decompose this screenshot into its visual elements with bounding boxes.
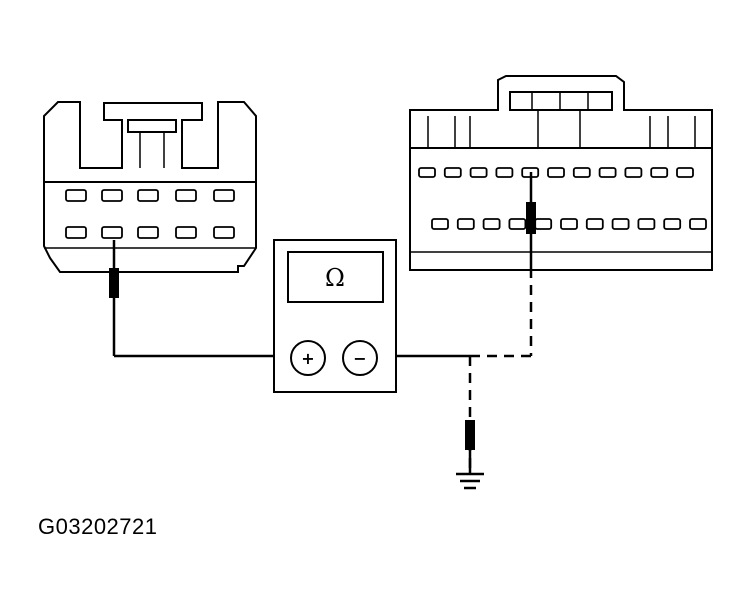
right-pin-bottom-2 [456, 218, 475, 230]
left-pin-bottom-5 [213, 226, 235, 239]
right-pin-bottom-5 [534, 218, 553, 230]
right-pin-bottom-10 [663, 218, 682, 230]
right-pin-bottom-9 [637, 218, 656, 230]
right-pin-bottom-11 [689, 218, 707, 230]
left-pin-bottom-3 [137, 226, 159, 239]
positive-terminal [290, 340, 326, 376]
right-pin-top-10 [650, 167, 669, 178]
left-pin-top-3 [137, 189, 159, 202]
left-pin-bottom-4 [175, 226, 197, 239]
right-pin-top-9 [624, 167, 643, 178]
left-connector [43, 101, 257, 273]
right-pin-bottom-8 [611, 218, 630, 230]
right-pin-top-11 [676, 167, 694, 178]
left-pin-bottom-2 [101, 226, 123, 239]
negative-terminal [342, 340, 378, 376]
ohm-symbol: Ω [325, 264, 345, 292]
ground-icon [456, 450, 484, 490]
right-connector-pins [418, 167, 707, 230]
right-pin-bottom-4 [508, 218, 527, 230]
right-pin-top-8 [598, 167, 617, 178]
left-probe-tip [109, 268, 119, 298]
ohmmeter: Ω + − [273, 239, 397, 393]
right-pin-bottom-6 [560, 218, 578, 230]
left-pin-bottom-1 [65, 226, 87, 239]
left-pin-top-4 [175, 189, 197, 202]
right-pin-top-1 [418, 167, 436, 178]
right-pin-top-6 [547, 167, 565, 178]
ground-probe-tip [465, 420, 475, 450]
right-pin-bottom-1 [431, 218, 449, 230]
right-pin-top-4 [495, 167, 514, 178]
right-pin-top-7 [572, 167, 591, 178]
left-connector-pins [65, 189, 235, 239]
right-pin-top-2 [443, 167, 462, 178]
right-pin-bottom-3 [482, 218, 501, 230]
left-pin-top-2 [101, 189, 123, 202]
left-pin-top-1 [65, 189, 87, 202]
meter-display [287, 251, 384, 303]
right-pin-bottom-7 [585, 218, 604, 230]
positive-terminal-label: + [301, 349, 314, 368]
figure-code: G03202721 [38, 514, 158, 539]
right-pin-top-3 [469, 167, 488, 178]
left-pin-top-5 [213, 189, 235, 202]
right-probe-tip [526, 202, 536, 234]
negative-terminal-label: − [353, 349, 366, 368]
